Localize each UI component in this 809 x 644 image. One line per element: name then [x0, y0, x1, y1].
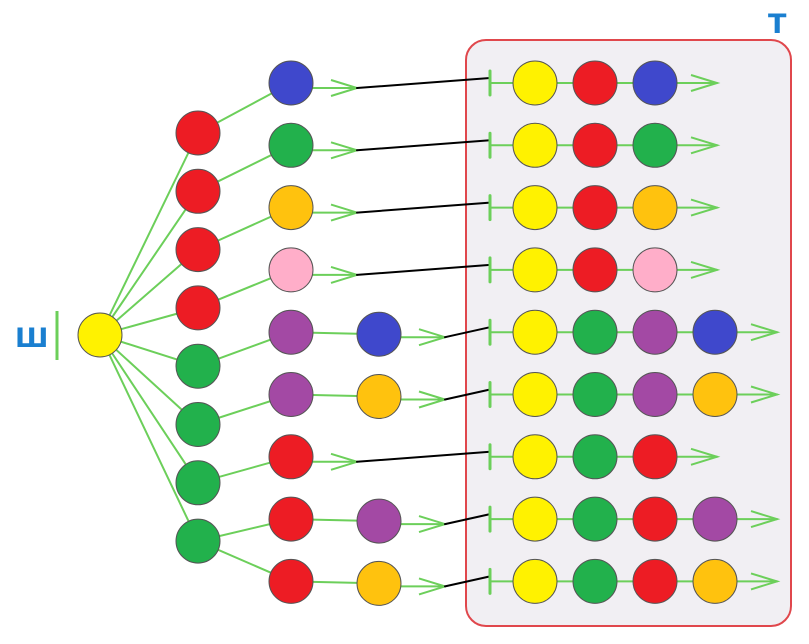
level1-node-2-red [175, 227, 221, 273]
edge-root-l1-0 [99, 132, 199, 336]
level1-node-5-green [175, 402, 221, 447]
branch-node-5-0-purple [268, 372, 314, 417]
seq-node-1-2-green [632, 122, 678, 168]
branch-node-8-1-orange [356, 560, 402, 606]
branch-node-7-0-red [268, 496, 314, 542]
seq-node-6-0-yellow [512, 434, 558, 480]
seq-node-5-3-orange [692, 372, 738, 417]
seq-node-2-2-orange [632, 185, 678, 231]
seq-node-3-2-pink [632, 247, 678, 293]
seq-node-5-2-purple [632, 372, 678, 417]
seq-node-7-0-yellow [512, 496, 558, 542]
branch-node-6-0-red [268, 434, 314, 480]
seq-node-1-1-red [572, 122, 618, 168]
level1-node-3-red [175, 285, 221, 331]
seq-arrow-3-head [690, 260, 721, 279]
seq-node-0-1-red [572, 60, 618, 106]
seq-node-1-0-yellow [512, 122, 558, 168]
seq-node-4-0-yellow [512, 309, 558, 355]
seq-node-3-0-yellow [512, 247, 558, 293]
seq-node-0-2-blue [632, 60, 678, 106]
nodes [77, 60, 738, 606]
seq-node-4-2-purple [632, 309, 678, 355]
seq-arrow-7-head [750, 510, 781, 529]
branch-node-7-1-purple [356, 498, 402, 544]
seq-node-8-0-yellow [512, 558, 558, 604]
seq-node-8-2-red [632, 558, 678, 604]
connector-1 [356, 139, 491, 152]
connector-0 [356, 77, 491, 89]
level1-node-4-green [175, 343, 221, 389]
branch-node-8-0-red [268, 558, 314, 604]
branch-node-0-0-blue [268, 60, 314, 106]
seq-node-5-0-yellow [512, 372, 558, 417]
branch-node-3-0-pink [268, 247, 314, 293]
seq-node-3-1-red [572, 247, 618, 293]
root-node-yellow [77, 312, 123, 358]
seq-node-5-1-green [572, 372, 618, 417]
seq-node-2-0-yellow [512, 185, 558, 231]
seq-node-8-3-orange [692, 558, 738, 604]
branch-node-4-0-purple [268, 309, 314, 355]
seq-node-4-1-green [572, 309, 618, 355]
connector-2 [356, 201, 491, 214]
seq-arrow-4-head [750, 323, 781, 342]
seq-node-6-2-red [632, 434, 678, 480]
root-label: Ш [15, 323, 48, 354]
connector-8 [444, 575, 491, 588]
connector-7 [444, 513, 491, 526]
edge-root-l1-6 [99, 334, 199, 484]
seq-node-0-0-yellow [512, 60, 558, 106]
connector-4 [444, 326, 491, 339]
seq-node-7-3-purple [692, 496, 738, 542]
edge-root-l1-1 [99, 190, 199, 336]
edge-root-l1-7 [99, 334, 199, 543]
branch-node-4-1-blue [356, 311, 402, 357]
level1-node-0-red [175, 110, 221, 156]
connector-6 [356, 450, 491, 463]
box-label: Т [768, 9, 787, 40]
seq-node-6-1-green [572, 434, 618, 480]
seq-node-4-3-blue [692, 309, 738, 355]
seq-node-7-2-red [632, 496, 678, 542]
connector-5 [444, 388, 491, 401]
branch-node-1-0-green [268, 122, 314, 168]
connector-3 [356, 263, 491, 276]
branch-node-5-1-orange [356, 374, 402, 419]
seq-arrow-0-head [690, 74, 721, 92]
seq-arrow-5-head [750, 385, 781, 404]
seq-arrow-2-head [690, 198, 721, 217]
seq-arrow-8-head [750, 572, 781, 591]
seq-node-8-1-green [572, 558, 618, 604]
seq-arrow-6-head [690, 447, 721, 466]
level1-node-1-red [175, 168, 221, 214]
branch-node-2-0-orange [268, 185, 314, 231]
seq-node-2-1-red [572, 185, 618, 231]
level1-node-6-green [175, 460, 221, 506]
level1-node-7-green [175, 518, 221, 564]
seq-arrow-1-head [690, 136, 721, 155]
seq-node-7-1-green [572, 496, 618, 542]
